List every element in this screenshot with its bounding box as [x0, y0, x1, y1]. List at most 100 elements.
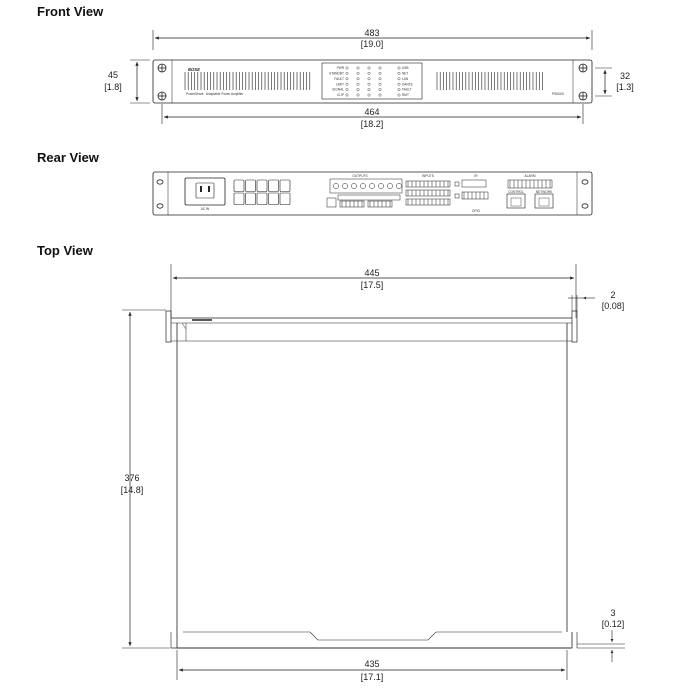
led-indicator: [397, 88, 401, 92]
output-strip: [329, 178, 403, 194]
led-indicator: [397, 77, 401, 81]
front-view-title: Front View: [37, 4, 104, 19]
alarm-terminals: [507, 179, 553, 189]
dim-hole-spacing: 32: [620, 71, 630, 81]
dim-hole-width: 464: [364, 107, 379, 117]
led-label-right: RMT: [402, 93, 409, 97]
gpio-terminals: [454, 179, 489, 200]
dim-hole-width-in: [18.2]: [361, 119, 384, 129]
dim-top-width: 445: [364, 268, 379, 278]
fan-cell: [233, 179, 245, 192]
mount-hole: [157, 91, 167, 101]
dim-flange-in: [0.08]: [602, 301, 625, 311]
led-indicator: [397, 66, 401, 70]
alarm-label: ALARM: [525, 174, 536, 178]
rear-fan-grille: [233, 179, 291, 205]
led-indicator: [367, 66, 371, 70]
ac-label: AC IN: [201, 207, 210, 211]
output-terminals: [326, 178, 403, 208]
fan-cell: [245, 192, 256, 205]
led-indicator: [356, 72, 360, 75]
fan-cell: [279, 179, 291, 192]
led-indicator: [356, 82, 360, 86]
dim-rear-lip-in: [0.12]: [602, 619, 625, 629]
led-label-right: NET: [402, 72, 408, 76]
led-indicator: [356, 66, 360, 70]
top-view-title: Top View: [37, 243, 93, 258]
led-indicator: [345, 82, 349, 86]
mount-hole: [578, 63, 588, 73]
led-indicator: [345, 88, 349, 92]
front-vent-right: [436, 72, 543, 90]
led-indicator: [397, 93, 401, 97]
fan-cell: [256, 179, 268, 192]
fan-cell: [279, 192, 291, 205]
dim-bottom-width: 435: [364, 659, 379, 669]
led-indicator: [345, 77, 349, 81]
dim-depth-in: [14.8]: [121, 485, 144, 495]
input-terminals: [405, 180, 451, 206]
led-label-right: LAN: [402, 77, 409, 81]
front-led-panel: [345, 66, 401, 97]
output-screw: [387, 183, 393, 189]
dim-bottom-width-in: [17.1]: [361, 672, 384, 682]
led-label-left: PWR: [337, 66, 345, 70]
dim-rear-lip: 3: [610, 608, 615, 618]
led-indicator: [367, 72, 371, 75]
led-indicator: [378, 66, 382, 70]
led-label-right: USB: [402, 66, 409, 70]
dim-panel-height: 45: [108, 70, 118, 80]
ir-connector: [461, 179, 487, 188]
led-indicator: [378, 93, 382, 97]
led-label-left: CLIP: [337, 93, 344, 97]
fan-cell: [245, 179, 256, 192]
product-name: PowerShare: [186, 92, 204, 96]
dim-panel-height-in: [1.8]: [104, 82, 122, 92]
led-label-left: STANDBY: [329, 72, 345, 76]
output-connector: [339, 200, 365, 208]
output-screw: [351, 183, 357, 189]
led-indicator: [345, 66, 349, 70]
indicator: [454, 193, 460, 199]
output-screw: [333, 183, 339, 189]
led-indicator: [356, 77, 360, 81]
led-indicator: [356, 93, 360, 97]
led-indicator: [397, 72, 401, 75]
network-port-label: NETWORK: [536, 190, 553, 194]
led-indicator: [367, 93, 371, 97]
output-screw: [396, 183, 402, 189]
led-label-left: LIMIT: [336, 82, 344, 86]
output-connector: [367, 200, 393, 208]
led-indicator: [367, 82, 371, 86]
rear-view-title: Rear View: [37, 150, 99, 165]
led-label-right: FAULT: [402, 88, 412, 92]
led-indicator: [345, 72, 349, 75]
gpio-label: GPIO: [472, 209, 480, 213]
output-screw: [342, 183, 348, 189]
dim-hole-spacing-in: [1.3]: [616, 82, 634, 92]
led-label-right: DANTE: [402, 82, 413, 86]
front-vent-left: [184, 72, 311, 90]
dim-top-width-in: [17.5]: [361, 280, 384, 290]
led-label-left: FAULT: [334, 77, 344, 81]
led-indicator: [378, 82, 382, 86]
model-number: PS604D: [552, 92, 565, 96]
led-indicator: [356, 88, 360, 92]
brand-logo: BOSE: [188, 67, 200, 72]
led-indicator: [367, 77, 371, 81]
led-indicator: [397, 82, 401, 86]
led-indicator: [378, 77, 382, 81]
mount-hole: [578, 91, 588, 101]
network-ports: [506, 193, 554, 209]
dim-overall-width-in: [19.0]: [361, 39, 384, 49]
rear-view: [152, 171, 593, 216]
led-indicator: [378, 72, 382, 75]
output-screw: [378, 183, 384, 189]
inputs-label: INPUTS: [422, 174, 434, 178]
outputs-label: OUTPUTS: [352, 174, 367, 178]
output-label-strip: [337, 194, 401, 201]
fan-cell: [256, 192, 268, 205]
fan-cell: [268, 179, 279, 192]
output-screw: [369, 183, 375, 189]
